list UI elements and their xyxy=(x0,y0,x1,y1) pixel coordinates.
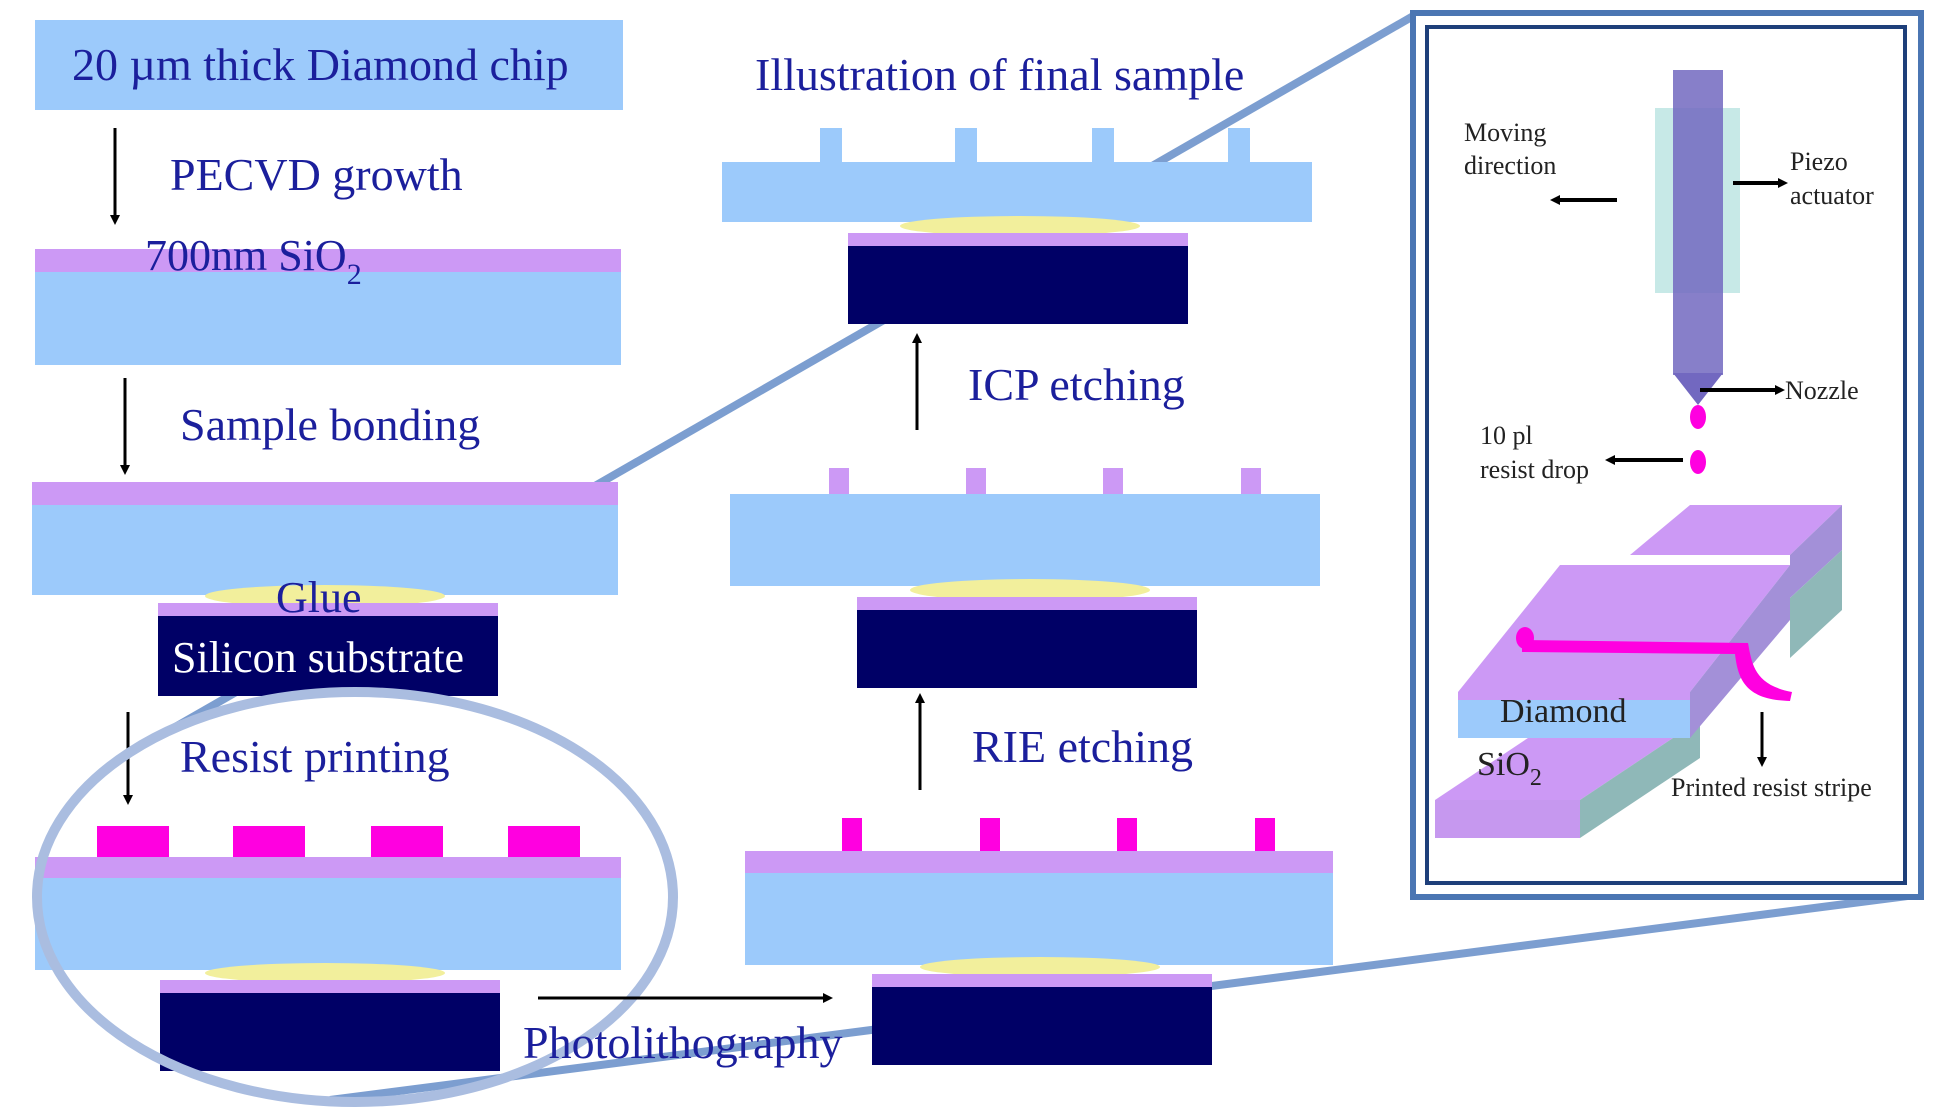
sio2-layer xyxy=(35,249,621,272)
resist-pad xyxy=(371,826,443,859)
sio2-pillar xyxy=(829,468,849,496)
diamond-plate-top-back xyxy=(1630,505,1842,555)
silicon-substrate xyxy=(158,616,498,696)
silicon-substrate xyxy=(872,987,1212,1065)
resist-printing-highlight xyxy=(32,687,678,1107)
sio2-slab-top xyxy=(1435,720,1700,800)
diamond-pillar xyxy=(955,128,977,164)
diamond-layer xyxy=(730,494,1320,586)
silicon-substrate xyxy=(160,993,500,1071)
moving-direction-label-2: direction xyxy=(1464,151,1556,180)
sio2-bond-layer xyxy=(848,233,1188,247)
rie-label: RIE etching xyxy=(972,721,1193,772)
nozzle-label: Nozzle xyxy=(1785,376,1859,405)
glue-layer xyxy=(205,585,445,607)
diamond-layer xyxy=(35,270,621,365)
sio2-bond-layer xyxy=(872,974,1212,988)
sio2-label: 700nm SiO2 xyxy=(145,231,362,291)
diamond-pillar xyxy=(1092,128,1114,164)
nozzle-body xyxy=(1673,70,1723,375)
glue-layer xyxy=(910,579,1150,601)
resist-pad xyxy=(508,826,580,859)
resist-line xyxy=(842,818,862,852)
step-resist-printed xyxy=(35,826,621,1071)
step-after-photolithography xyxy=(745,818,1333,1065)
sio2-slab-side xyxy=(1580,720,1700,838)
sio2-bond-layer xyxy=(158,603,498,617)
sio2-layer xyxy=(745,851,1333,875)
diamond-pillar xyxy=(1228,128,1250,164)
diamond-plate-side-right xyxy=(1790,505,1842,598)
resist-drop-label-1: 10 pl xyxy=(1480,421,1533,450)
bonding-label: Sample bonding xyxy=(180,399,480,450)
silicon-substrate xyxy=(848,246,1188,324)
sio2-pillar xyxy=(1103,468,1123,496)
resist-pad xyxy=(233,826,305,859)
chip-label: 20 µm thick Diamond chip xyxy=(72,39,569,90)
sample-3d xyxy=(1435,505,1842,838)
sio2-bond-layer xyxy=(857,597,1197,611)
sio2-bond-layer xyxy=(160,980,500,994)
diamond-layer xyxy=(745,873,1333,965)
diamond-label: Diamond xyxy=(1500,693,1627,730)
diamond-plate-top xyxy=(1458,565,1790,692)
step-sio2-grown: 700nm SiO2 xyxy=(35,231,621,365)
photolithography-label: Photolithography xyxy=(523,1017,842,1068)
stripe-start-drop xyxy=(1516,627,1534,649)
piezo-label-1: Piezo xyxy=(1790,147,1848,176)
moving-direction-label-1: Moving xyxy=(1464,118,1546,147)
sio2-slab-front xyxy=(1435,800,1580,838)
glue-layer xyxy=(900,216,1140,236)
resist-drop xyxy=(1690,450,1706,474)
pecvd-label: PECVD growth xyxy=(170,149,463,200)
sio2-layer xyxy=(32,482,618,507)
printed-resist-stripe xyxy=(1522,640,1792,701)
step-bonded-sample: Glue Silicon substrate xyxy=(32,482,618,696)
glue-label: Glue xyxy=(276,573,362,622)
printed-stripe-label: Printed resist stripe xyxy=(1671,773,1872,802)
diamond-layer xyxy=(35,878,621,970)
ink-drop xyxy=(1690,405,1706,429)
step-final-sample xyxy=(722,128,1312,324)
nozzle-tip xyxy=(1673,373,1723,405)
sio2-inset-label: SiO2 xyxy=(1477,746,1542,791)
silicon-label: Silicon substrate xyxy=(172,633,464,682)
icp-label: ICP etching xyxy=(968,359,1185,410)
glue-layer xyxy=(205,963,445,983)
diamond-layer xyxy=(32,505,618,595)
sio2-layer xyxy=(35,857,621,880)
inkjet-printing-inset: Moving direction Piezo actuator Nozzle 1… xyxy=(1410,10,1924,900)
diamond-pillar xyxy=(820,128,842,164)
resist-line xyxy=(1117,818,1137,852)
resist-drop-label-2: resist drop xyxy=(1480,455,1589,484)
diamond-plate-front xyxy=(1458,700,1690,738)
diamond-layer xyxy=(722,162,1312,222)
glue-layer xyxy=(920,957,1160,977)
diamond-plate-front-sio2 xyxy=(1458,692,1690,702)
resist-printing-label: Resist printing xyxy=(180,731,450,782)
resist-line xyxy=(1255,818,1275,852)
resist-pad xyxy=(97,826,169,859)
final-sample-label: Illustration of final sample xyxy=(755,49,1244,100)
diamond-plate-side-right-lower xyxy=(1790,550,1842,658)
step-after-rie xyxy=(730,468,1320,688)
silicon-substrate xyxy=(857,610,1197,688)
step-diamond-chip: 20 µm thick Diamond chip xyxy=(35,20,623,110)
piezo-label-2: actuator xyxy=(1790,181,1874,210)
sio2-pillar xyxy=(966,468,986,496)
sio2-pillar xyxy=(1241,468,1261,496)
resist-line xyxy=(980,818,1000,852)
diamond-chip xyxy=(35,20,623,110)
